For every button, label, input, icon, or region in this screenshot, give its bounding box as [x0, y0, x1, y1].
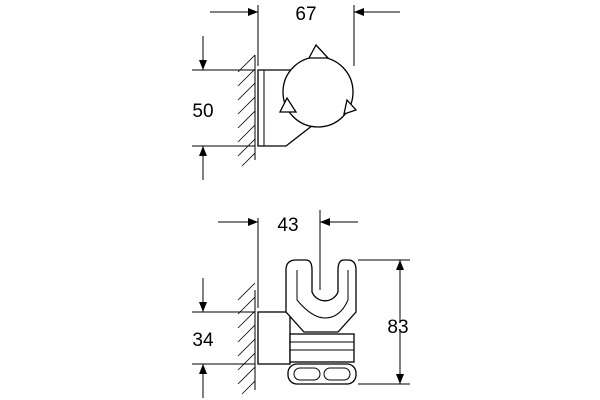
bottom-ring-nut — [287, 363, 357, 385]
dimension-43-label: 43 — [277, 215, 298, 236]
bottom-collar — [289, 333, 355, 363]
bottom-wall-hatching — [237, 282, 256, 395]
top-view: 67 50 — [192, 4, 400, 180]
bottom-u-holder — [285, 259, 357, 333]
dimension-83-label: 83 — [387, 317, 408, 338]
dimension-34-label: 34 — [192, 330, 214, 351]
top-knob — [278, 43, 358, 128]
bottom-wall-plate — [257, 311, 291, 365]
dimension-height-top: 50 — [192, 36, 255, 180]
dimension-50-label: 50 — [192, 101, 213, 122]
top-wall-hatching — [237, 54, 256, 167]
dimension-total-height-bottom: 83 — [358, 259, 410, 385]
dimension-width-bottom: 43 — [218, 210, 358, 308]
bottom-view: 43 34 83 — [192, 210, 410, 398]
dimension-wall-height-bottom: 34 — [192, 278, 255, 398]
dimension-width-top: 67 — [210, 4, 400, 66]
dimension-67-label: 67 — [295, 4, 316, 25]
